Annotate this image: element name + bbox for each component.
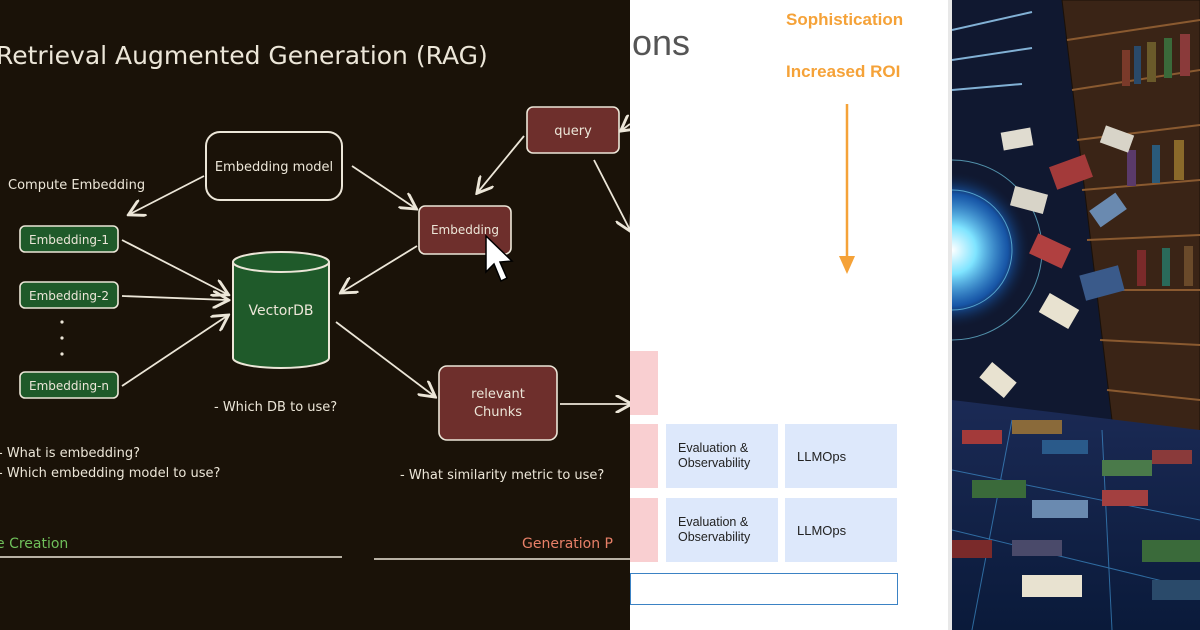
which-model-question: - Which embedding model to use? — [0, 466, 220, 481]
embedding-n-label: Embedding-n — [29, 379, 109, 393]
what-is-embedding-question: - What is embedding? — [0, 446, 140, 461]
chunks-label: Chunks — [474, 405, 522, 420]
diagram-arrows — [121, 124, 630, 404]
evaluation-observability-cell: Evaluation & Observability — [666, 498, 778, 562]
slide-partial-heading: ons — [632, 22, 691, 63]
rag-diagram-panel: Retrieval Augmented Generation (RAG) Emb… — [0, 0, 630, 630]
embedding-1-label: Embedding-1 — [29, 233, 109, 247]
embedding-2-box — [19, 281, 119, 309]
which-db-question: - Which DB to use? — [214, 400, 337, 415]
rag-diagram: Retrieval Augmented Generation (RAG) Emb… — [0, 41, 630, 560]
embedding-n-box — [19, 371, 119, 399]
vector-db-cylinder — [232, 251, 330, 369]
library-image — [952, 0, 1200, 630]
llmops-cell: LLMOps — [785, 424, 897, 488]
embedding-model-label: Embedding model — [215, 160, 333, 175]
llmops-cell: LLMOps — [785, 498, 897, 562]
outlined-box — [630, 573, 898, 605]
query-label: query — [554, 124, 592, 139]
mouse-cursor-icon — [485, 234, 514, 283]
evaluation-observability-cell: Evaluation & Observability — [666, 424, 778, 488]
embedding-2-label: Embedding-2 — [29, 289, 109, 303]
library-illustration — [952, 0, 1200, 630]
slide-panel: ons Sophistication Increased ROI Evaluat… — [630, 0, 952, 630]
ellipsis-dots — [60, 320, 64, 356]
similarity-metric-question: - What similarity metric to use? — [400, 468, 604, 483]
diagram-title: Retrieval Augmented Generation (RAG) — [0, 41, 488, 70]
embedding-label: Embedding — [431, 223, 499, 237]
sophistication-label: Sophistication — [786, 10, 904, 29]
relevant-label: relevant — [471, 387, 525, 402]
embedding-model-box — [205, 131, 343, 201]
compute-embedding-label: Compute Embedding — [8, 178, 145, 193]
increased-roi-label: Increased ROI — [786, 62, 901, 81]
generation-section-label: Generation P — [522, 536, 613, 552]
pink-cell — [630, 424, 658, 488]
slide-edge — [948, 0, 952, 630]
pink-cell — [630, 498, 658, 562]
relevant-chunks-box — [438, 365, 558, 441]
pink-cell — [630, 351, 658, 415]
roi-down-arrow — [839, 104, 855, 274]
creation-section-label: e Creation — [0, 536, 68, 552]
vector-db-label: VectorDB — [249, 303, 314, 319]
embedding-1-box — [19, 225, 119, 253]
